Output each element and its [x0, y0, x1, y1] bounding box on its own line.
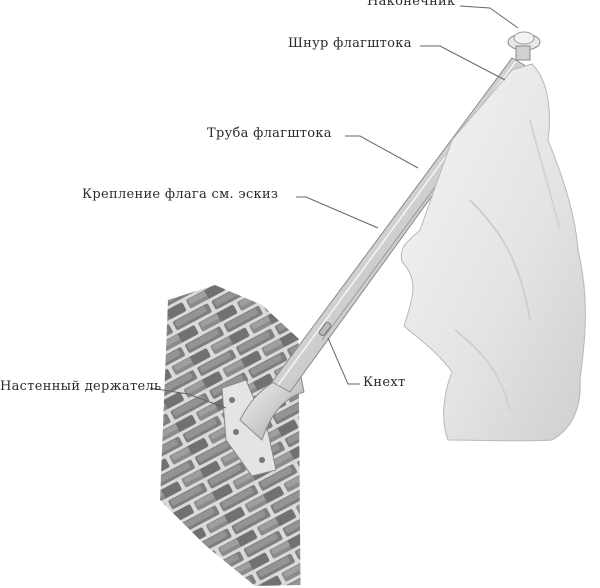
flag	[401, 64, 585, 441]
label-finial: Наконечник	[367, 0, 455, 9]
bolt-icon	[259, 457, 265, 463]
leader-halyard	[420, 46, 505, 80]
bolt-icon	[229, 397, 235, 403]
label-wall-bracket: Настенный держатель	[0, 379, 161, 394]
leader-flag-mount	[296, 197, 378, 228]
leader-pole-tube	[345, 136, 418, 168]
finial	[508, 32, 540, 60]
leader-cleat	[328, 338, 360, 384]
bolt-icon	[233, 429, 239, 435]
label-halyard: Шнур флагштока	[288, 36, 412, 51]
label-cleat: Кнехт	[363, 375, 405, 390]
leader-finial	[460, 6, 518, 28]
label-pole-tube: Труба флагштока	[207, 126, 332, 141]
label-flag-mount: Крепление флага см. эскиз	[82, 187, 278, 202]
